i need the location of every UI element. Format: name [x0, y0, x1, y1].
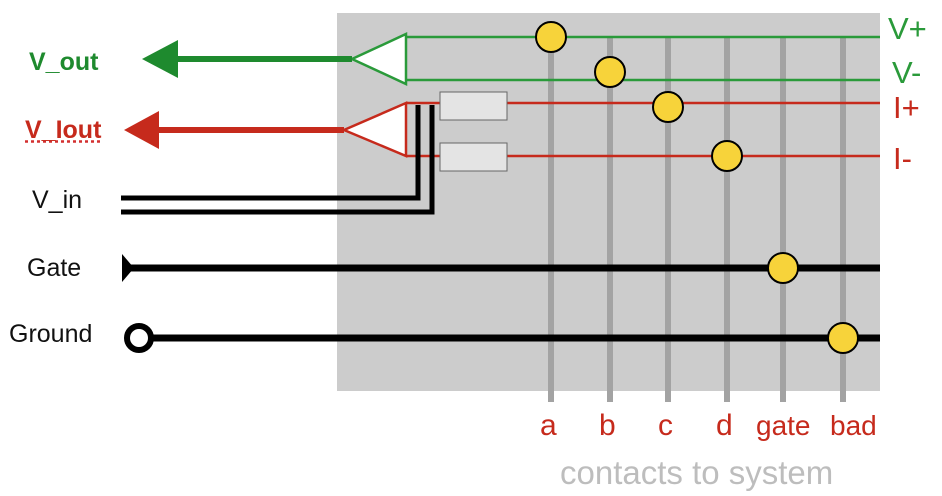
voltage-amplifier: [142, 32, 408, 86]
contact-dot-gate: [767, 252, 799, 284]
column-label-a: a: [540, 409, 557, 442]
column-label-bad: bad: [830, 410, 877, 441]
ground-label: Ground: [9, 320, 93, 348]
voltage-rails: [406, 35, 880, 82]
v-in-label: V_in: [32, 186, 83, 214]
contacts-caption: contacts to system: [560, 454, 834, 491]
v-in-wires: [121, 105, 435, 215]
v-out-arrowhead: [142, 40, 178, 78]
contact-dot-c: [652, 91, 684, 123]
resistor-bottom: [439, 142, 508, 172]
ground-wire: [124, 323, 880, 353]
gate-terminal: [122, 254, 134, 282]
contact-dot-d: [711, 140, 743, 172]
rail-label-i-plus: I+: [893, 90, 920, 125]
contact-dots: [535, 21, 859, 354]
v-iout-label: V_Iout: [25, 116, 102, 144]
v-iout-arrowhead: [124, 111, 159, 149]
gate-wire: [122, 254, 880, 282]
contact-dot-b: [594, 56, 626, 88]
gate-label: Gate: [27, 254, 82, 282]
rail-label-v-plus: V+: [888, 11, 927, 46]
resistor-top: [439, 91, 508, 121]
current-amplifier: [124, 101, 408, 158]
rail-label-v-minus: V-: [892, 55, 922, 90]
column-label-gate: gate: [756, 410, 811, 441]
contact-dot-a: [535, 21, 567, 53]
column-label-c: c: [658, 409, 673, 442]
column-label-d: d: [716, 409, 733, 442]
v-out-label: V_out: [29, 48, 99, 76]
contact-dot-bad: [827, 322, 859, 354]
rail-label-i-minus: I-: [893, 141, 912, 176]
ground-terminal: [124, 323, 154, 353]
column-label-b: b: [599, 409, 616, 442]
